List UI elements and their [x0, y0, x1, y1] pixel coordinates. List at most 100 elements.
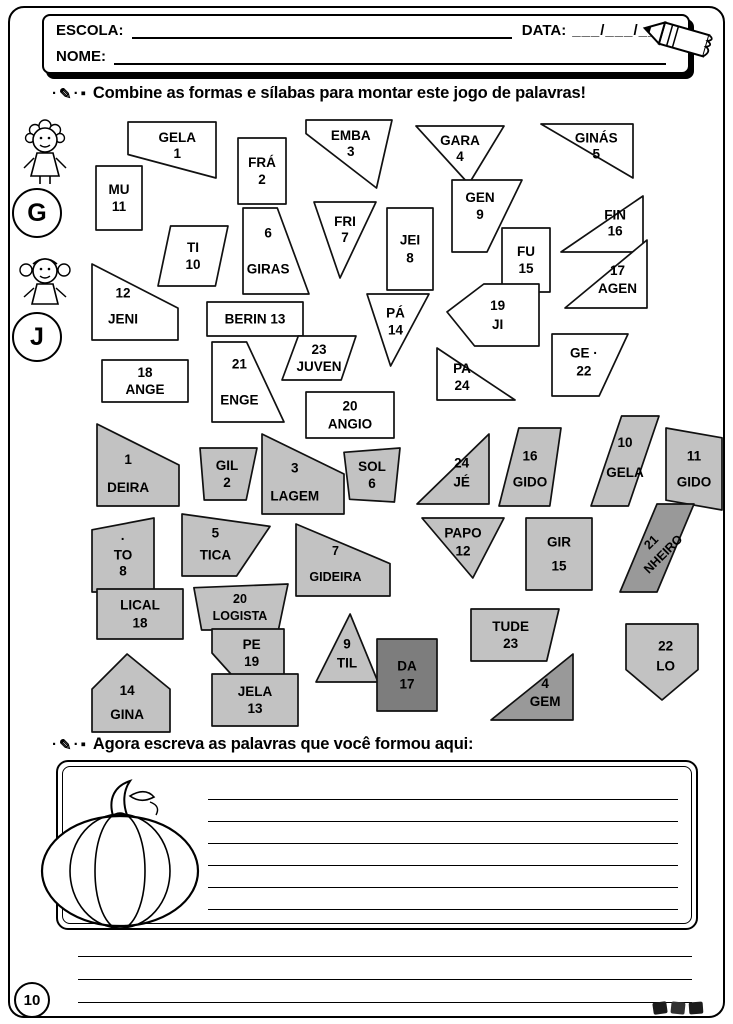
- puzzle-piece-label: GIRAS: [247, 262, 290, 277]
- puzzle-piece[interactable]: PÁ 14: [366, 293, 430, 367]
- puzzle-piece-label: 3: [291, 461, 299, 476]
- letter-g: G: [27, 198, 47, 227]
- puzzle-piece[interactable]: BERIN 13: [206, 301, 304, 337]
- writing-line[interactable]: [78, 934, 692, 957]
- writing-line[interactable]: [208, 888, 678, 910]
- puzzle-piece-label: 14: [120, 683, 136, 698]
- writing-line[interactable]: [78, 980, 692, 1003]
- nome-input-line[interactable]: [114, 48, 666, 65]
- puzzle-piece-label: 1: [174, 146, 182, 161]
- puzzle-piece[interactable]: ·TO8: [91, 517, 155, 593]
- puzzle-piece-label: GINA: [110, 707, 144, 722]
- puzzle-piece-label: EMBA: [331, 128, 371, 143]
- instruction-1-icons: · ✎ · ▪: [52, 85, 86, 103]
- writing-line[interactable]: [208, 778, 678, 800]
- writing-line[interactable]: [208, 822, 678, 844]
- instruction-2-text: Agora escreva as palavras que você formo…: [92, 735, 474, 753]
- puzzle-piece-label: DEIRA: [107, 480, 149, 495]
- writing-line[interactable]: [78, 957, 692, 980]
- puzzle-piece-label: 23: [311, 342, 327, 357]
- puzzle-piece-label: ENGE: [220, 393, 258, 408]
- puzzle-piece-label: FRI: [334, 214, 356, 229]
- puzzle-piece-label: 6: [264, 226, 272, 241]
- header-box: ESCOLA: DATA: ___/___/____ NOME:: [42, 14, 690, 74]
- puzzle-piece-label: 18: [132, 616, 148, 631]
- answer-lines: [208, 778, 678, 910]
- puzzle-piece-label: 9: [343, 637, 351, 652]
- puzzle-piece-label: GINÁS: [575, 130, 618, 145]
- puzzle-piece-label: AGEN: [598, 281, 637, 296]
- puzzle-piece-label: 12: [115, 286, 130, 301]
- puzzle-piece-label: 15: [518, 261, 534, 276]
- instruction-2-icons: · ✎ · ▪: [52, 736, 86, 754]
- puzzle-piece-label: ANGIO: [328, 417, 372, 432]
- puzzle-piece-label: TO: [114, 548, 133, 563]
- writing-line[interactable]: [208, 844, 678, 866]
- puzzle-piece-label: DA: [397, 659, 417, 674]
- girl-curly-hair-illustration: [14, 118, 76, 191]
- escola-label: ESCOLA:: [56, 22, 124, 39]
- writing-line[interactable]: [208, 866, 678, 888]
- puzzle-piece-label: GIDEIRA: [309, 570, 361, 584]
- stamp-icon: [652, 1001, 668, 1015]
- escola-input-line[interactable]: [131, 22, 512, 39]
- pencil-doodle-icon: ✎: [59, 85, 72, 103]
- puzzle-piece-label: 14: [388, 323, 404, 338]
- writing-line[interactable]: [208, 800, 678, 822]
- puzzle-piece-label: GEN: [465, 190, 494, 205]
- puzzle-piece[interactable]: GE ·22: [551, 333, 629, 397]
- puzzle-piece-label: GELA: [606, 465, 644, 480]
- puzzle-piece-label: MU: [109, 182, 130, 197]
- publisher-stamps: [652, 1001, 704, 1015]
- puzzle-piece-label: PÁ: [386, 306, 405, 321]
- puzzle-piece-label: TICA: [200, 548, 232, 563]
- puzzle-piece-label: ·: [121, 532, 126, 547]
